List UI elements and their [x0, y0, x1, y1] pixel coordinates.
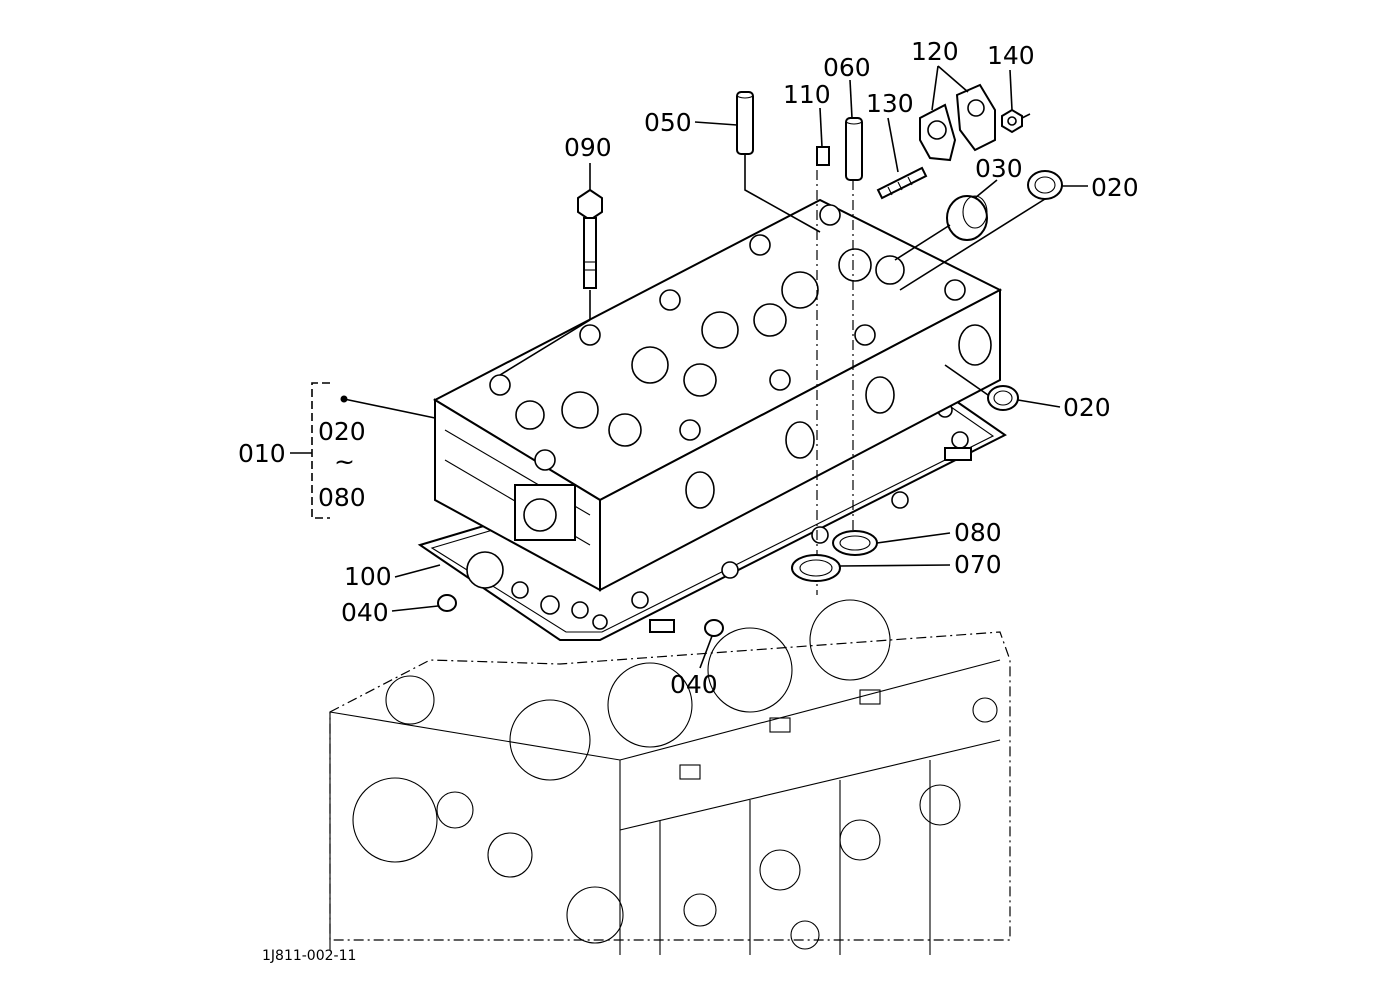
callout-range-tilde: ~ [334, 447, 355, 476]
drawing-code: 1J811-002-11 [262, 948, 356, 964]
callout-100: 100 [344, 562, 392, 591]
head-bolt [577, 188, 603, 289]
sleeve-060 [845, 117, 863, 181]
plug-030 [946, 195, 988, 241]
pin-040-left [437, 594, 457, 612]
sleeve-050 [736, 91, 754, 155]
callout-070: 070 [954, 550, 1002, 579]
callout-120: 120 [911, 37, 959, 66]
callout-130: 130 [866, 89, 914, 118]
leader-lines [290, 65, 1088, 669]
cylinder-head [432, 198, 1003, 592]
center-lines [816, 140, 854, 595]
callout-110: 110 [783, 80, 831, 109]
callout-140: 140 [987, 41, 1035, 70]
callout-010: 010 [238, 439, 286, 468]
seal-020-top [1027, 170, 1063, 200]
callout-060: 060 [823, 53, 871, 82]
ring-070 [791, 554, 841, 582]
callout-080-bracket: 080 [318, 483, 366, 512]
stud-130 [876, 166, 928, 200]
callout-030: 030 [975, 154, 1023, 183]
ring-080 [832, 530, 878, 556]
callout-020-mid: 020 [1063, 393, 1111, 422]
hanger-plates [919, 83, 996, 162]
callout-labels: 010 020 ~ 080 090 050 110 060 130 120 14… [238, 37, 1139, 699]
nut-140 [1001, 108, 1023, 134]
pin-040-bottom [704, 619, 724, 637]
callout-080: 080 [954, 518, 1002, 547]
callout-020-bracket: 020 [318, 417, 366, 446]
plug-110 [816, 146, 830, 166]
callout-090: 090 [564, 133, 612, 162]
callout-020-top: 020 [1091, 173, 1139, 202]
callout-040-left: 040 [341, 598, 389, 627]
callout-040-bottom: 040 [670, 670, 718, 699]
cylinder-block [329, 599, 1011, 955]
callout-050: 050 [644, 108, 692, 137]
seal-020-mid [987, 385, 1019, 411]
